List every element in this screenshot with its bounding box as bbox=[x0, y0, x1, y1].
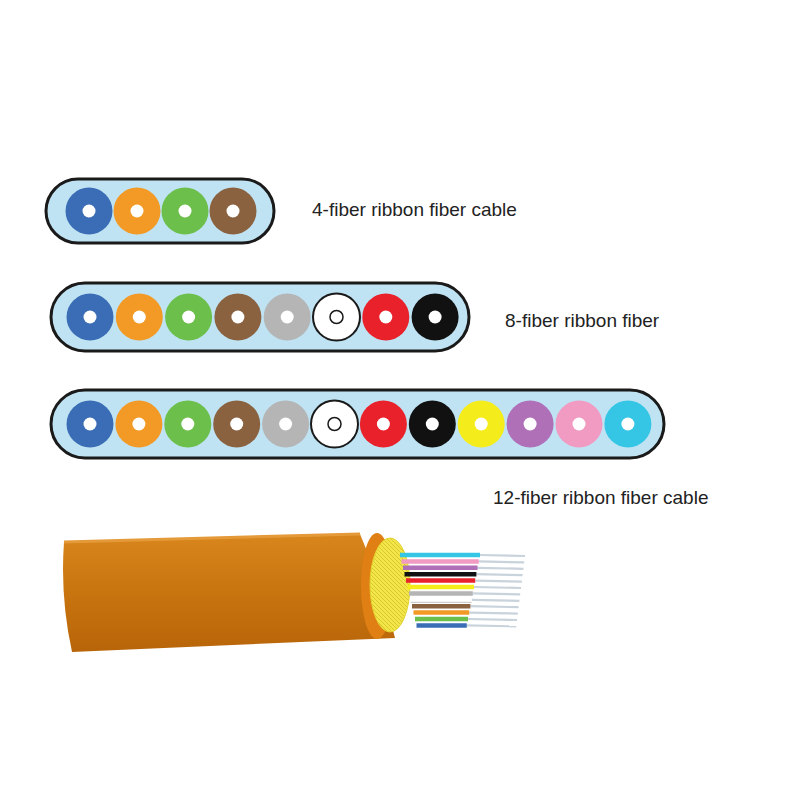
bare-fiber bbox=[472, 600, 520, 601]
fiber-strands bbox=[400, 555, 525, 626]
bare-fiber bbox=[478, 568, 524, 569]
colored-fiber bbox=[403, 566, 478, 571]
fiber-coating bbox=[556, 401, 603, 448]
fiber-core bbox=[429, 311, 442, 324]
fiber-core bbox=[426, 418, 439, 431]
fiber-core bbox=[475, 418, 488, 431]
bare-fiber bbox=[468, 619, 517, 620]
colored-fiber bbox=[415, 617, 468, 622]
flat-cable bbox=[63, 533, 525, 652]
ribbon-label: 12-fiber ribbon fiber cable bbox=[493, 486, 708, 510]
fiber-core bbox=[179, 205, 192, 218]
colored-fiber bbox=[417, 623, 467, 628]
fiber-coating bbox=[67, 401, 114, 448]
colored-fiber bbox=[411, 598, 472, 603]
fiber-coating bbox=[507, 401, 554, 448]
bare-fiber bbox=[480, 555, 525, 556]
ribbon-4 bbox=[46, 179, 274, 243]
fiber-coating bbox=[264, 294, 311, 341]
fiber-coating bbox=[604, 401, 651, 448]
fiber-coating bbox=[66, 188, 113, 235]
fiber-core bbox=[84, 311, 97, 324]
fiber-coating bbox=[213, 401, 260, 448]
fiber-coating bbox=[114, 188, 161, 235]
fiber-core bbox=[377, 418, 390, 431]
fiber-coating bbox=[67, 294, 114, 341]
fiber-coating bbox=[262, 401, 309, 448]
fiber-coating bbox=[313, 294, 360, 341]
bare-fiber bbox=[474, 587, 521, 588]
aramid-yarn bbox=[370, 538, 410, 632]
fiber-coating bbox=[116, 294, 163, 341]
fiber-core bbox=[181, 418, 194, 431]
fiber-core bbox=[83, 205, 96, 218]
bare-fiber bbox=[479, 561, 524, 562]
ribbon-8 bbox=[51, 283, 469, 351]
fiber-core bbox=[231, 311, 244, 324]
colored-fiber bbox=[409, 591, 473, 596]
fiber-core bbox=[330, 311, 343, 324]
fiber-coating bbox=[362, 294, 409, 341]
fiber-core bbox=[279, 418, 292, 431]
fiber-core bbox=[84, 418, 97, 431]
bare-fiber bbox=[473, 593, 520, 594]
fiber-coating bbox=[164, 401, 211, 448]
fiber-core bbox=[328, 418, 341, 431]
fiber-coating bbox=[214, 294, 261, 341]
fiber-core bbox=[281, 311, 294, 324]
fiber-coating bbox=[458, 401, 505, 448]
bare-fiber bbox=[467, 625, 516, 626]
colored-fiber bbox=[402, 559, 479, 564]
fiber-coating bbox=[412, 294, 459, 341]
fiber-core bbox=[379, 311, 392, 324]
bare-fiber bbox=[469, 613, 518, 614]
fiber-core bbox=[621, 418, 634, 431]
bare-fiber bbox=[470, 606, 518, 607]
colored-fiber bbox=[412, 604, 470, 609]
fiber-coating bbox=[165, 294, 212, 341]
fiber-coating bbox=[210, 188, 257, 235]
colored-fiber bbox=[405, 572, 477, 577]
fiber-coating bbox=[409, 401, 456, 448]
cable-jacket bbox=[63, 534, 395, 652]
fiber-core bbox=[227, 205, 240, 218]
fiber-core bbox=[182, 311, 195, 324]
ribbon-label: 4-fiber ribbon fiber cable bbox=[312, 198, 517, 222]
fiber-coating bbox=[311, 401, 358, 448]
colored-fiber bbox=[408, 585, 475, 590]
fiber-coating bbox=[115, 401, 162, 448]
fiber-core bbox=[230, 418, 243, 431]
colored-fiber bbox=[406, 578, 475, 583]
fiber-edge bbox=[411, 602, 472, 603]
colored-fiber bbox=[400, 553, 480, 558]
fiber-core bbox=[132, 418, 145, 431]
fiber-coating bbox=[360, 401, 407, 448]
bare-fiber bbox=[475, 581, 522, 582]
ribbon-12 bbox=[51, 390, 664, 458]
bare-fiber bbox=[476, 574, 522, 575]
colored-fiber bbox=[414, 610, 470, 615]
fiber-core bbox=[524, 418, 537, 431]
ribbon-label: 8-fiber ribbon fiber bbox=[505, 309, 659, 333]
fiber-coating bbox=[162, 188, 209, 235]
fiber-core bbox=[573, 418, 586, 431]
fiber-core bbox=[131, 205, 144, 218]
fiber-core bbox=[133, 311, 146, 324]
